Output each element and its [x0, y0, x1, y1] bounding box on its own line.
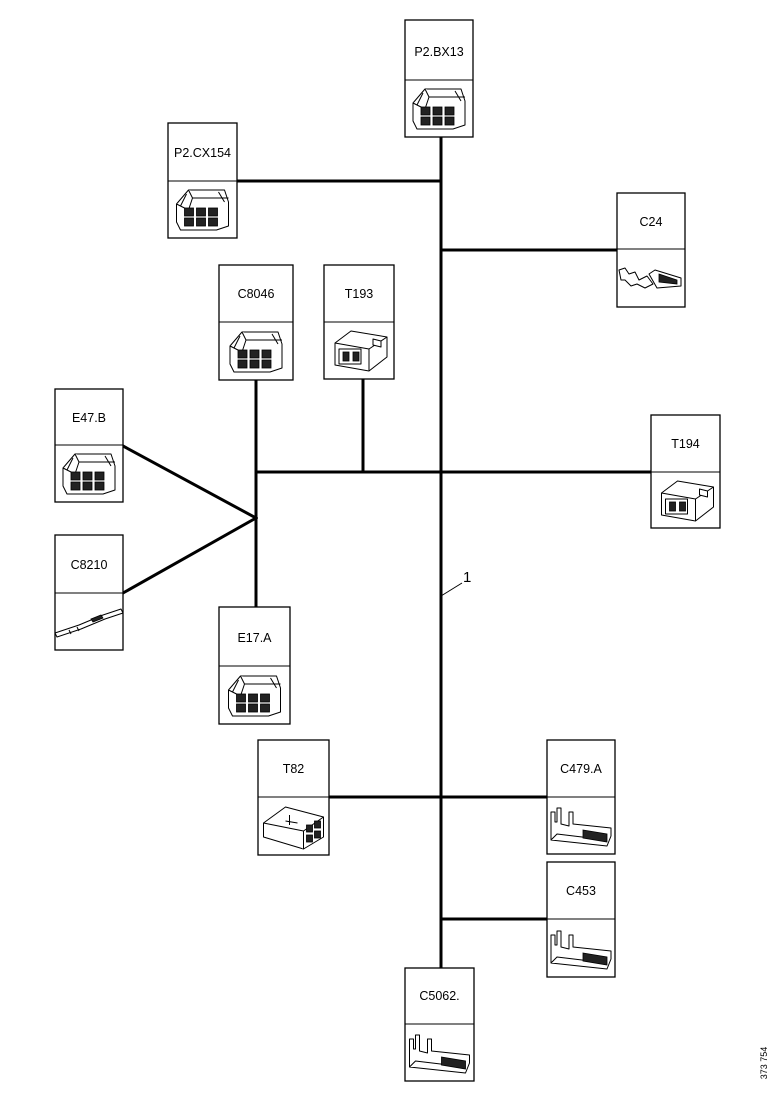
connector-t194[interactable]: T194 [650, 414, 721, 529]
multi-pin-housing-icon [176, 189, 229, 231]
connector-label: C8046 [238, 287, 275, 301]
connector-c8046[interactable]: C8046 [218, 264, 294, 381]
multi-pin-housing-icon [412, 88, 466, 130]
connector-label: E47.B [72, 411, 106, 425]
drawing-reference-code: 373 754 [759, 1047, 769, 1080]
connector-label: P2.BX13 [414, 45, 463, 59]
connector-p2cx154[interactable]: P2.CX154 [167, 122, 238, 239]
connector-label: C8210 [71, 558, 108, 572]
connector-c24[interactable]: C24 [616, 192, 686, 308]
multi-pin-housing-icon [228, 675, 281, 717]
connector-label: T194 [671, 437, 700, 451]
connector-c453[interactable]: C453 [546, 861, 616, 978]
connector-e47b[interactable]: E47.B [54, 388, 124, 503]
connector-t82[interactable]: T82 [257, 739, 330, 856]
connector-label: C479.A [560, 762, 602, 776]
wire-number-callout: 1 [440, 569, 471, 597]
wire-number-label: 1 [463, 569, 471, 586]
connector-c479a[interactable]: C479.A [546, 739, 616, 855]
connector-label: C24 [640, 215, 663, 229]
connector-t193[interactable]: T193 [323, 264, 395, 380]
harness-wires [120, 135, 653, 970]
connector-label: C5062. [419, 989, 459, 1003]
connector-p2bx13[interactable]: P2.BX13 [404, 19, 474, 138]
connector-label: T82 [283, 762, 305, 776]
multi-pin-housing-icon [229, 331, 283, 373]
wire-number-leader [440, 582, 463, 597]
wire-e47b [120, 443, 259, 521]
multi-pin-housing-icon [62, 453, 116, 495]
connector-label: C453 [566, 884, 596, 898]
connector-label: E17.A [237, 631, 272, 645]
connector-c8210[interactable]: C8210 [54, 534, 124, 651]
wire-c8210 [120, 515, 259, 596]
connector-c5062[interactable]: C5062. [404, 967, 475, 1082]
connector-label: T193 [345, 287, 374, 301]
connector-label: P2.CX154 [174, 146, 231, 160]
connector-e17a[interactable]: E17.A [218, 606, 291, 725]
